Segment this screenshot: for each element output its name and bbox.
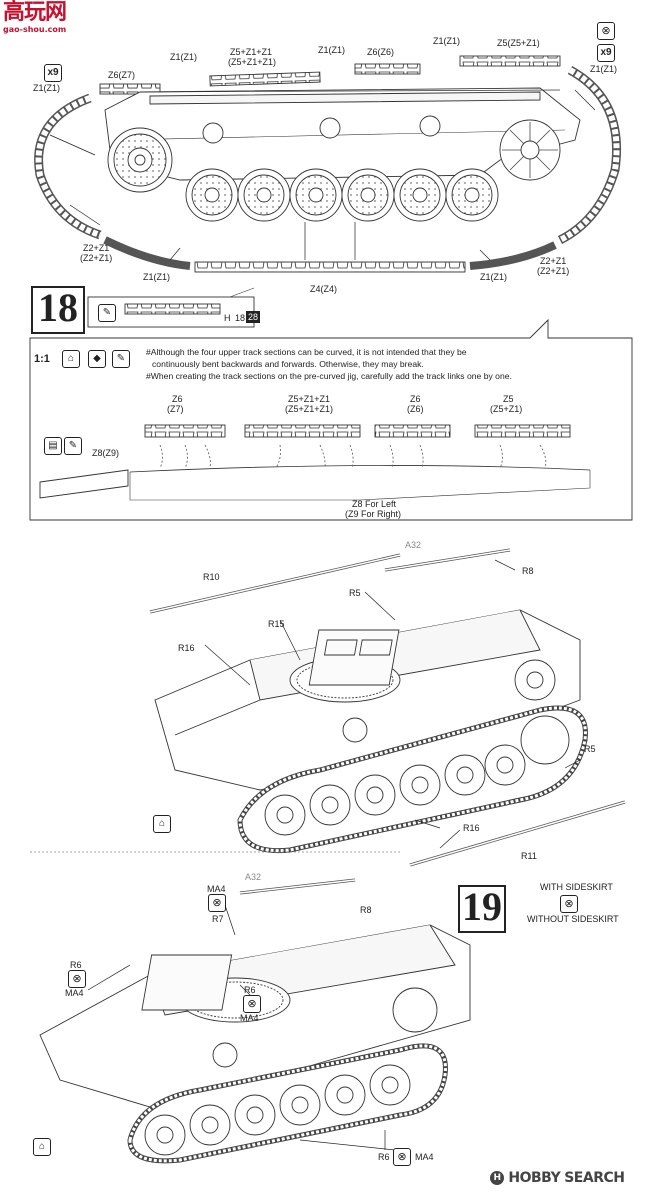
badge-x9-left: x9 bbox=[44, 64, 62, 82]
mid-r8: R8 bbox=[522, 566, 534, 576]
note-line-3: #When creating the track sections on the… bbox=[146, 371, 512, 381]
label-z6-z7: Z6(Z7) bbox=[108, 70, 135, 80]
top-tank-side-view bbox=[34, 55, 622, 273]
glue-icon-mid: ⌂ bbox=[153, 815, 171, 833]
cement-icon-ma4: ⊗ bbox=[208, 894, 226, 912]
jig-z5cp: (Z5+Z1) bbox=[490, 404, 523, 414]
watermark-logo: 高玩网 gao-shou.com bbox=[3, 2, 73, 36]
mid-r16: R16 bbox=[178, 643, 195, 653]
low-r8: R8 bbox=[360, 905, 372, 915]
label-z5-z5-z1: Z5(Z5+Z1) bbox=[497, 38, 540, 48]
watermark-url: gao-shou.com bbox=[3, 25, 67, 34]
low-ma4-mid: MA4 bbox=[240, 1013, 259, 1023]
label-z1-a: Z1(Z1) bbox=[170, 52, 197, 62]
paint-icon-jig: ✎ bbox=[64, 437, 82, 455]
h-num2: 28 bbox=[246, 311, 261, 323]
label-z2-z1-left-p: (Z2+Z1) bbox=[80, 253, 113, 263]
label-z5-z1-z1: Z5+Z1+Z1 bbox=[230, 47, 273, 57]
with-sideskirt: WITH SIDESKIRT bbox=[540, 882, 613, 892]
jig-z5p: (Z5+Z1+Z1) bbox=[285, 404, 334, 414]
label-z1-b: Z1(Z1) bbox=[318, 45, 345, 55]
jig-z8: Z8(Z9) bbox=[92, 448, 119, 458]
cement-icon-bot: ⊗ bbox=[393, 1148, 411, 1166]
badge-x9-right-text: x9 bbox=[600, 47, 612, 58]
label-z1-right: Z1(Z1) bbox=[590, 64, 617, 74]
step18-number: 18 bbox=[31, 286, 85, 334]
paint-icon: ✎ bbox=[112, 350, 130, 368]
step19-number: 19 bbox=[458, 885, 506, 933]
label-z4: Z4(Z4) bbox=[310, 284, 337, 294]
mid-r10: R10 bbox=[203, 572, 220, 582]
lower-tank bbox=[39, 878, 471, 1164]
side-cutter-icon: ▤ bbox=[44, 437, 62, 455]
note-line-1: #Although the four upper track sections … bbox=[146, 347, 467, 357]
label-z2-z1-right: Z2+Z1 bbox=[540, 256, 567, 266]
mid-a32: A32 bbox=[405, 540, 422, 550]
without-sideskirt: WITHOUT SIDESKIRT bbox=[527, 914, 619, 924]
jig-z5: Z5+Z1+Z1 bbox=[288, 394, 331, 404]
mid-r11: R11 bbox=[521, 851, 537, 861]
jig-z6: Z6 bbox=[172, 394, 183, 404]
badge-x9-right: x9 bbox=[597, 44, 615, 62]
cement-icon-mid: ⊗ bbox=[243, 995, 261, 1013]
jig-z6bp: (Z6) bbox=[407, 404, 424, 414]
scale-label: 1:1 bbox=[34, 353, 50, 365]
label-z5-z1-z1-p: (Z5+Z1+Z1) bbox=[228, 57, 277, 67]
jig-z5c: Z5 bbox=[503, 394, 514, 404]
watermark-icon: H bbox=[490, 1171, 504, 1185]
label-z1-bot-left: Z1(Z1) bbox=[143, 272, 170, 282]
low-r6-mid: R6 bbox=[244, 985, 256, 995]
mid-r5b: R5 bbox=[584, 744, 596, 754]
mid-r15: R15 bbox=[268, 619, 285, 629]
low-r6-bot: R6 bbox=[378, 1152, 390, 1162]
mid-r16b: R16 bbox=[463, 823, 480, 833]
step18-frame bbox=[29, 287, 633, 521]
jig-z7p: (Z7) bbox=[167, 404, 184, 414]
low-ma4: MA4 bbox=[207, 884, 226, 894]
watermark-chars: 高玩网 bbox=[3, 0, 67, 25]
label-z6-z6: Z6(Z6) bbox=[367, 47, 394, 57]
label-z1-left: Z1(Z1) bbox=[33, 83, 60, 93]
watermark-brand: HOBBY bbox=[508, 1170, 561, 1186]
h-label: H bbox=[224, 313, 231, 323]
low-r6-left: R6 bbox=[70, 960, 82, 970]
label-z1-bot-right: Z1(Z1) bbox=[480, 272, 507, 282]
cement-icon-top-right: ⊗ bbox=[597, 22, 615, 40]
paint-icon-step18: ✎ bbox=[98, 304, 116, 322]
low-ma4-left: MA4 bbox=[65, 988, 84, 998]
glue-icon: ⌂ bbox=[62, 350, 80, 368]
label-z1-c: Z1(Z1) bbox=[433, 36, 460, 46]
glue-icon-low: ⌂ bbox=[33, 1138, 51, 1156]
clip-icon: ◆ bbox=[88, 350, 106, 368]
mid-r5: R5 bbox=[349, 588, 361, 598]
low-r7: R7 bbox=[212, 914, 224, 924]
jig-z6b: Z6 bbox=[410, 394, 421, 404]
h-num: 18 bbox=[235, 313, 246, 323]
label-z2-z1-right-p: (Z2+Z1) bbox=[537, 266, 570, 276]
badge-x9-left-text: x9 bbox=[47, 67, 59, 78]
low-ma4-bot: MA4 bbox=[415, 1152, 434, 1162]
watermark-brand2: SEARCH bbox=[564, 1170, 625, 1186]
label-z2-z1-left: Z2+Z1 bbox=[83, 243, 110, 253]
low-a32: A32 bbox=[245, 872, 262, 882]
middle-tank bbox=[30, 548, 626, 867]
jig-z8-left: Z8 For Left bbox=[352, 499, 397, 509]
sideskirt-icon: ⊗ bbox=[560, 895, 578, 913]
note-line-2: continuously bent backwards and forwards… bbox=[152, 359, 424, 369]
cement-icon-left: ⊗ bbox=[68, 970, 86, 988]
jig-z9-right: (Z9 For Right) bbox=[345, 509, 402, 519]
